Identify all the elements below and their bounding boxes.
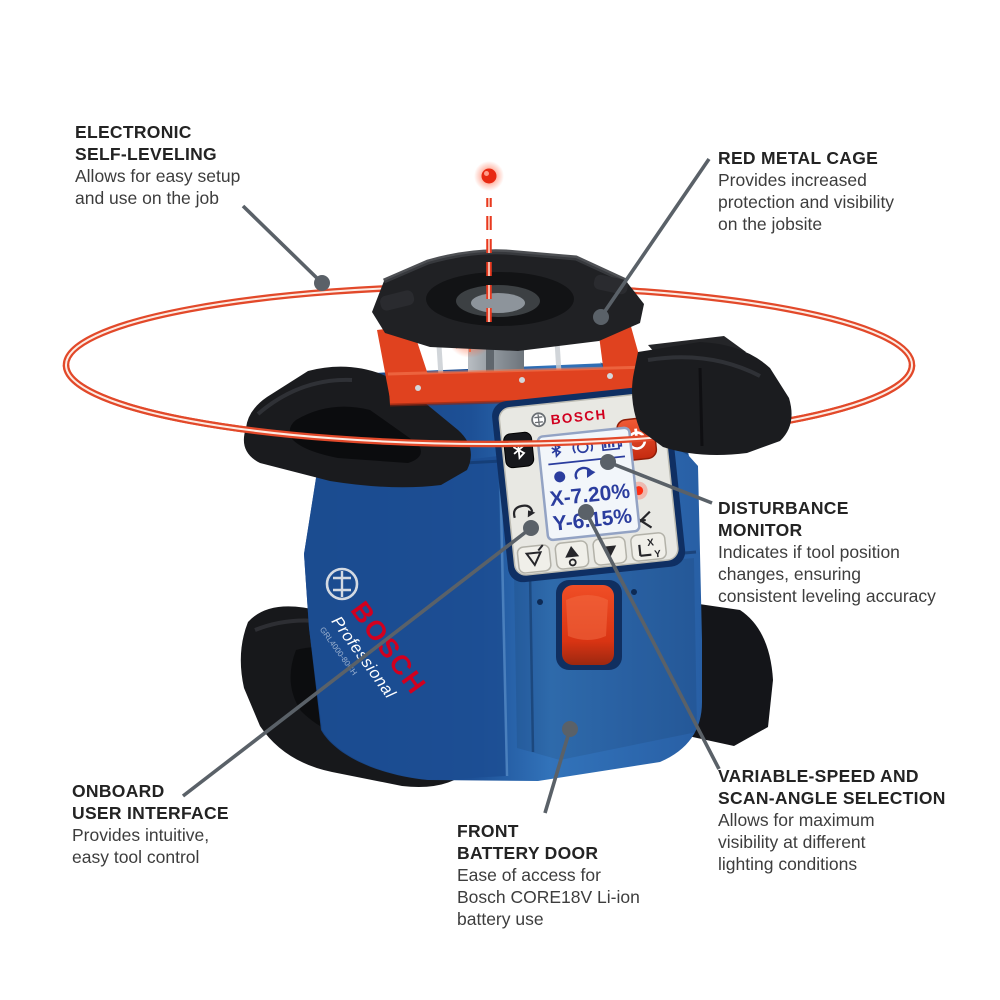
callout-title: VARIABLE-SPEED AND SCAN-ANGLE SELECTION bbox=[718, 766, 946, 808]
callout-title: RED METAL CAGE bbox=[718, 148, 879, 168]
rotary-laser-device: BOSCH Professional GRL4000-80CH bbox=[240, 249, 773, 787]
callout-desc: Provides increased protection and visibi… bbox=[718, 170, 895, 234]
callout-desc: Allows for easy setup and use on the job bbox=[75, 166, 241, 208]
xy-x-label: X bbox=[647, 537, 655, 549]
lcd-rotation-icon bbox=[574, 466, 596, 480]
callout-leaders bbox=[181, 157, 721, 814]
up-arrow-icon bbox=[565, 546, 580, 558]
grade-button[interactable] bbox=[516, 544, 552, 574]
control-panel: BOSCH bbox=[492, 385, 686, 583]
callout-front-battery-door: FRONT BATTERY DOOR Ease of access for Bo… bbox=[457, 820, 640, 930]
rotate-arrow-icon bbox=[512, 504, 536, 519]
lcd-display: X-7.20% Y-6.15% bbox=[536, 426, 641, 542]
dot-variable-speed bbox=[578, 504, 594, 520]
callout-electronic-self-leveling: ELECTRONIC SELF-LEVELING Allows for easy… bbox=[75, 121, 240, 209]
bosch-anchor-logo bbox=[325, 567, 359, 601]
callout-title: ELECTRONIC SELF-LEVELING bbox=[75, 122, 217, 164]
body-left-face bbox=[304, 456, 506, 780]
leader-red-metal-cage bbox=[599, 157, 711, 319]
callout-title: FRONT BATTERY DOOR bbox=[457, 821, 599, 863]
callout-title: ONBOARD USER INTERFACE bbox=[72, 781, 229, 823]
panel-logo-text: BOSCH bbox=[550, 407, 608, 428]
callout-red-metal-cage: RED METAL CAGE Provides increased protec… bbox=[718, 147, 894, 235]
laser-plane-front bbox=[62, 364, 916, 448]
xy-axis-icon bbox=[638, 544, 652, 557]
callout-desc: Allows for maximum visibility at differe… bbox=[718, 810, 875, 874]
callout-dots bbox=[314, 275, 616, 737]
leader-front-battery-door bbox=[543, 728, 572, 814]
leader-variable-speed bbox=[584, 511, 721, 770]
callout-onboard-user-interface: ONBOARD USER INTERFACE Provides intuitiv… bbox=[72, 780, 229, 868]
up-arrow-button[interactable] bbox=[554, 540, 590, 570]
bluetooth-button[interactable] bbox=[503, 431, 535, 469]
laser-dot bbox=[481, 168, 497, 184]
xy-y-label: Y bbox=[654, 549, 662, 561]
grade-icon bbox=[524, 551, 543, 567]
battery-latch bbox=[537, 580, 637, 670]
dot-onboard-user-interface bbox=[523, 520, 539, 536]
cage-top-plate bbox=[372, 249, 644, 351]
lcd-mode-dot bbox=[554, 471, 566, 483]
leader-onboard-user-interface bbox=[181, 526, 533, 798]
dot-disturbance-monitor bbox=[600, 454, 616, 470]
dot-electronic-self-leveling bbox=[314, 275, 330, 291]
leader-electronic-self-leveling bbox=[241, 204, 324, 285]
leader-disturbance-monitor bbox=[607, 460, 713, 505]
plumb-laser-beam bbox=[474, 161, 504, 322]
callout-desc: Provides intuitive, easy tool control bbox=[72, 825, 210, 867]
upper-right-handle bbox=[632, 336, 792, 455]
callout-desc: Indicates if tool position changes, ensu… bbox=[718, 542, 936, 606]
callout-desc: Ease of access for Bosch CORE18V Li-ion … bbox=[457, 865, 640, 929]
dot-front-battery-door bbox=[562, 721, 578, 737]
callout-variable-speed-scan-angle: VARIABLE-SPEED AND SCAN-ANGLE SELECTION … bbox=[718, 765, 946, 875]
panel-bosch-logo: BOSCH bbox=[531, 407, 608, 428]
callout-title: DISTURBANCE MONITOR bbox=[718, 498, 849, 540]
dot-red-metal-cage bbox=[593, 309, 609, 325]
xy-axis-button[interactable]: X Y bbox=[630, 532, 667, 562]
callout-disturbance-monitor: DISTURBANCE MONITOR Indicates if tool po… bbox=[718, 497, 978, 607]
